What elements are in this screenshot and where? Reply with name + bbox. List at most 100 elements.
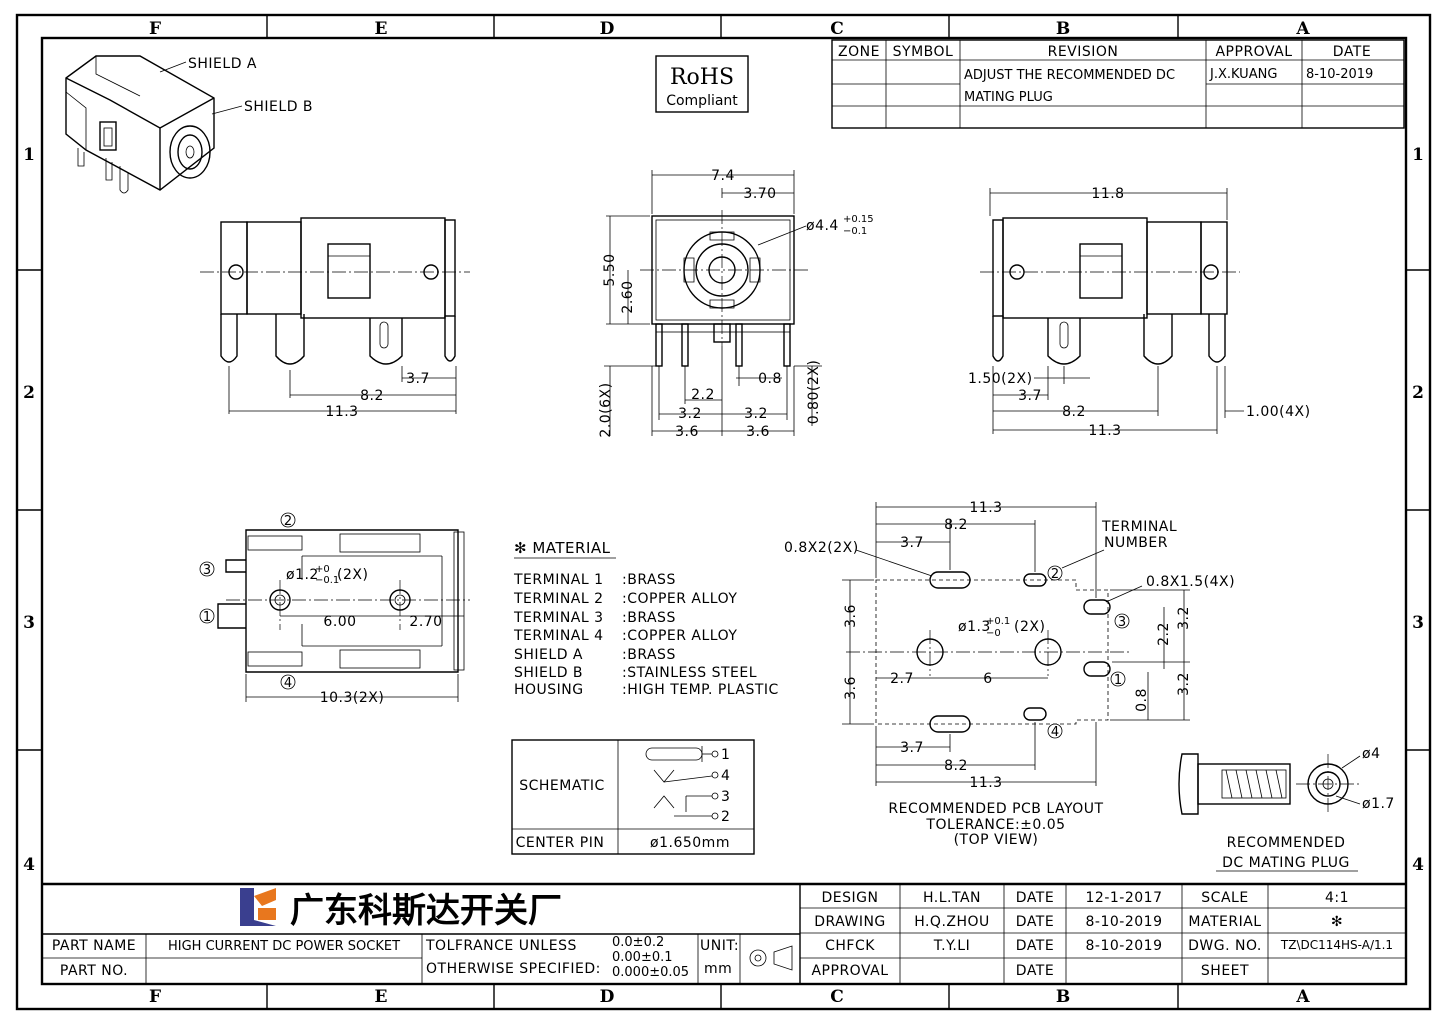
material-list: ✻ MATERIAL TERMINAL 1 :BRASS TERMINAL 2 …	[513, 539, 779, 698]
pcb-hole-tol-bot: −0	[986, 628, 1001, 639]
unit-value: mm	[704, 961, 732, 977]
pcb-hole-count: (2X)	[1014, 619, 1045, 635]
zone-top-e: E	[375, 19, 388, 39]
dim-front-hole-tol-top: +0.15	[843, 214, 874, 225]
zone-right-2: 2	[1412, 383, 1424, 403]
material-block-value: ✻	[1331, 914, 1343, 930]
pcb-dim-3-2-upper: 3.2	[1176, 606, 1192, 630]
company-logo	[240, 888, 276, 926]
dim-front-2-2: 2.2	[691, 387, 715, 403]
drawing-date-label: DATE	[1016, 914, 1054, 930]
rev-header-revision: REVISION	[1048, 44, 1119, 60]
dim-front-3-6-left: 3.6	[675, 424, 699, 440]
pcb-dim-3-7-bottom: 3.7	[900, 740, 924, 756]
pcb-slot-b-size: 0.8X1.5(4X)	[1146, 574, 1235, 590]
plug-caption-2: DC MATING PLUG	[1222, 855, 1350, 871]
bottom-term-4: 4	[284, 676, 292, 691]
rev-description-line1: ADJUST THE RECOMMENDED DC	[964, 68, 1175, 83]
material-block-label: MATERIAL	[1188, 914, 1261, 930]
check-label: CHFCK	[825, 938, 875, 954]
drawing-frame	[15, 13, 1432, 1011]
dim-front-3-2-right: 3.2	[744, 406, 768, 422]
shield-a-label: SHIELD A	[188, 56, 257, 72]
rev-header-symbol: SYMBOL	[893, 44, 954, 60]
pcb-caption-view: (TOP VIEW)	[954, 832, 1039, 848]
mating-plug: ø4 ø1.7 RECOMMENDED DC MATING PLUG	[1178, 746, 1395, 872]
zone-top-b: B	[1056, 19, 1070, 39]
zone-bottom-e: E	[375, 987, 388, 1007]
revision-table: ZONE SYMBOL REVISION APPROVAL DATE ADJUS…	[831, 39, 1405, 129]
dim-left-3-7: 3.7	[406, 371, 430, 387]
material-value-1: :BRASS	[622, 572, 676, 588]
pcb-hole-dia: ø1.3	[958, 619, 991, 635]
zone-left-3: 3	[23, 613, 35, 633]
unit-label: UNIT:	[700, 938, 739, 954]
dim-front-5-50: 5.50	[602, 253, 618, 286]
pcb-term-3: 3	[1118, 615, 1126, 630]
bottom-term-3: 3	[203, 563, 211, 578]
bottom-hole-tol-top: +0	[315, 564, 330, 575]
check-name: T.Y.LI	[933, 938, 970, 954]
center-pin-value: ø1.650mm	[650, 835, 730, 851]
side-view-left: 3.7 8.2 11.3	[200, 217, 470, 420]
rev-date-value: 8-10-2019	[1306, 67, 1373, 82]
dim-front-2-60: 2.60	[620, 280, 636, 313]
pcb-dim-2-2: 2.2	[1156, 622, 1172, 646]
pcb-terminal-label-2: NUMBER	[1104, 535, 1168, 551]
material-part-3: TERMINAL 3	[513, 610, 604, 626]
zone-left-2: 2	[23, 383, 35, 403]
projection-symbol-icon	[749, 945, 793, 971]
plug-inner-dia: ø1.7	[1362, 796, 1395, 812]
material-value-5: :BRASS	[622, 647, 676, 663]
center-pin-label: CENTER PIN	[516, 835, 605, 851]
dim-right-3-7: 3.7	[1018, 388, 1042, 404]
pcb-dim-11-3-top: 11.3	[969, 500, 1002, 516]
bottom-term-2: 2	[284, 514, 292, 529]
zone-bottom-d: D	[600, 987, 615, 1007]
pcb-dim-0-8: 0.8	[1134, 688, 1150, 712]
pcb-term-4: 4	[1051, 725, 1059, 740]
zone-top-d: D	[600, 19, 615, 39]
dim-front-hole-dia: ø4.4	[806, 218, 839, 234]
tolerance-value-1: 0.0±0.2	[612, 935, 664, 950]
bottom-term-1: 1	[203, 610, 211, 625]
material-value-2: :COPPER ALLOY	[622, 591, 737, 607]
material-value-7: :HIGH TEMP. PLASTIC	[622, 682, 779, 698]
shield-b-label: SHIELD B	[244, 99, 313, 115]
scale-label: SCALE	[1201, 890, 1248, 906]
material-part-6: SHIELD B	[514, 665, 583, 681]
drawing-name: H.Q.ZHOU	[914, 914, 990, 930]
dim-right-1-00: 1.00(4X)	[1246, 404, 1311, 420]
bottom-dim-10-3: 10.3(2X)	[320, 690, 385, 706]
bottom-view: 2 3 1 4 ø1.2 +0 −0.1 (2X) 6.00 2.70 10.3…	[199, 512, 470, 706]
drawing-label: DRAWING	[814, 914, 886, 930]
dim-right-11-3: 11.3	[1088, 423, 1121, 439]
part-name-value: HIGH CURRENT DC POWER SOCKET	[168, 939, 400, 954]
pcb-dim-6: 6	[983, 671, 992, 687]
title-block: 广东科斯达开关厂 PART NAME HIGH CURRENT DC POWER…	[42, 882, 1406, 984]
bottom-dim-2-70: 2.70	[409, 614, 442, 630]
dim-left-11-3: 11.3	[325, 404, 358, 420]
material-value-4: :COPPER ALLOY	[622, 628, 737, 644]
design-name: H.L.TAN	[923, 890, 981, 906]
bottom-hole-count: (2X)	[337, 567, 368, 583]
dim-front-hole-tol-bot: −0.1	[843, 226, 867, 237]
front-view: 7.4 3.70 ø4.4 +0.15 −0.1 5.50 2.60 2.0(6…	[598, 168, 874, 440]
dwg-no-label: DWG. NO.	[1188, 938, 1262, 954]
pcb-dim-3-6-lower: 3.6	[843, 676, 859, 700]
dim-front-3-70: 3.70	[743, 186, 776, 202]
pcb-dim-11-3-bottom: 11.3	[969, 775, 1002, 791]
rev-header-date: DATE	[1333, 44, 1371, 60]
sheet-label: SHEET	[1201, 963, 1249, 979]
plug-outer-dia: ø4	[1362, 746, 1380, 762]
zone-left-4: 4	[23, 855, 35, 875]
part-name-label: PART NAME	[52, 938, 136, 954]
bottom-hole-tol-bot: −0.1	[315, 575, 339, 586]
design-date: 12-1-2017	[1086, 890, 1163, 906]
zone-bottom-b: B	[1056, 987, 1070, 1007]
dim-right-11-8: 11.8	[1091, 186, 1124, 202]
material-part-4: TERMINAL 4	[513, 628, 604, 644]
check-date-label: DATE	[1016, 938, 1054, 954]
pcb-terminal-label-1: TERMINAL	[1101, 519, 1177, 535]
